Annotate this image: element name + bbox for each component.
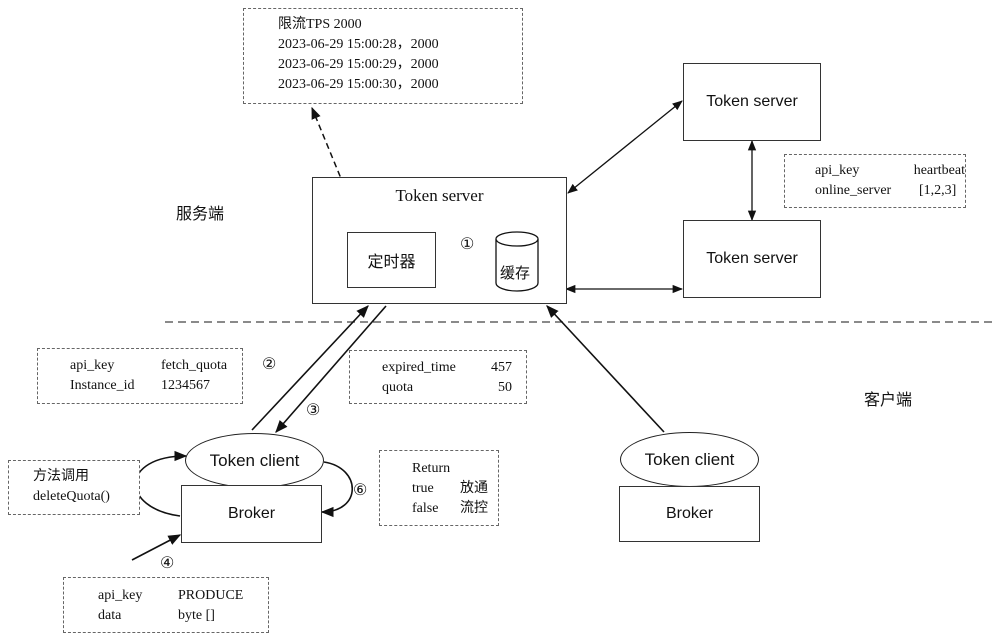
main-to-top-server-arrow xyxy=(568,101,682,193)
step-1-marker: ① xyxy=(460,234,474,254)
note-key: data xyxy=(98,606,178,626)
step-6-marker: ⑥ xyxy=(353,480,367,500)
token-client-right: Token client xyxy=(620,432,759,487)
limit-tps-row: 2023-06-29 15:00:30，2000 xyxy=(278,75,522,95)
note-value: 1234567 xyxy=(161,376,210,396)
broker-right: Broker xyxy=(619,486,760,542)
token-server-bottom: Token server xyxy=(683,220,821,298)
note-value: 放通 xyxy=(460,479,488,499)
broker-left: Broker xyxy=(181,485,322,543)
client-side-label: 客户端 xyxy=(864,386,912,410)
step-2-marker: ② xyxy=(262,354,276,374)
heartbeat-note: api_keyheartbeat online_server[1,2,3] xyxy=(784,154,966,208)
token-client-left: Token client xyxy=(185,433,324,488)
limit-tps-row: 2023-06-29 15:00:29，2000 xyxy=(278,55,522,75)
note-value: 50 xyxy=(482,378,512,398)
note-value: byte [] xyxy=(178,606,215,626)
return-note: Return true放通 false流控 xyxy=(379,450,499,526)
limit-tps-row: 2023-06-29 15:00:28，2000 xyxy=(278,35,522,55)
fetch-quota-note: api_keyfetch_quota Instance_id1234567 xyxy=(37,348,243,404)
note-value: fetch_quota xyxy=(161,356,227,376)
quota-response-note: expired_time457 quota50 xyxy=(349,350,527,404)
right-client-to-server-arrow xyxy=(547,306,664,432)
cache-label: 缓存 xyxy=(500,262,530,283)
method-call-loop xyxy=(136,456,186,516)
note-key: true xyxy=(412,479,460,499)
return-loop xyxy=(322,462,352,512)
note-value: heartbeat xyxy=(914,161,965,181)
note-value: PRODUCE xyxy=(178,586,243,606)
note-key: expired_time xyxy=(382,358,482,378)
token-server-top: Token server xyxy=(683,63,821,141)
limit-tps-note: 限流TPS 2000 2023-06-29 15:00:28，2000 2023… xyxy=(243,8,523,104)
method-call-name: deleteQuota() xyxy=(33,487,139,507)
note-value: [1,2,3] xyxy=(919,181,956,201)
note-key: false xyxy=(412,499,460,519)
return-title: Return xyxy=(412,459,498,479)
main-token-server-title: Token server xyxy=(313,186,566,206)
note-key: api_key xyxy=(98,586,178,606)
method-call-note: 方法调用 deleteQuota() xyxy=(8,460,140,515)
note-key: api_key xyxy=(815,161,914,181)
note-key: api_key xyxy=(70,356,161,376)
produce-note: api_keyPRODUCE databyte [] xyxy=(63,577,269,633)
step-3-marker: ③ xyxy=(306,400,320,420)
timer-box: 定时器 xyxy=(347,232,436,288)
step-4-marker: ④ xyxy=(160,553,174,573)
note-key: quota xyxy=(382,378,482,398)
note-value: 流控 xyxy=(460,499,488,519)
server-side-label: 服务端 xyxy=(176,200,224,224)
note-key: Instance_id xyxy=(70,376,161,396)
limit-tps-title: 限流TPS 2000 xyxy=(278,15,522,35)
note-key: online_server xyxy=(815,181,919,201)
note-value: 457 xyxy=(482,358,512,378)
method-call-title: 方法调用 xyxy=(33,467,139,487)
